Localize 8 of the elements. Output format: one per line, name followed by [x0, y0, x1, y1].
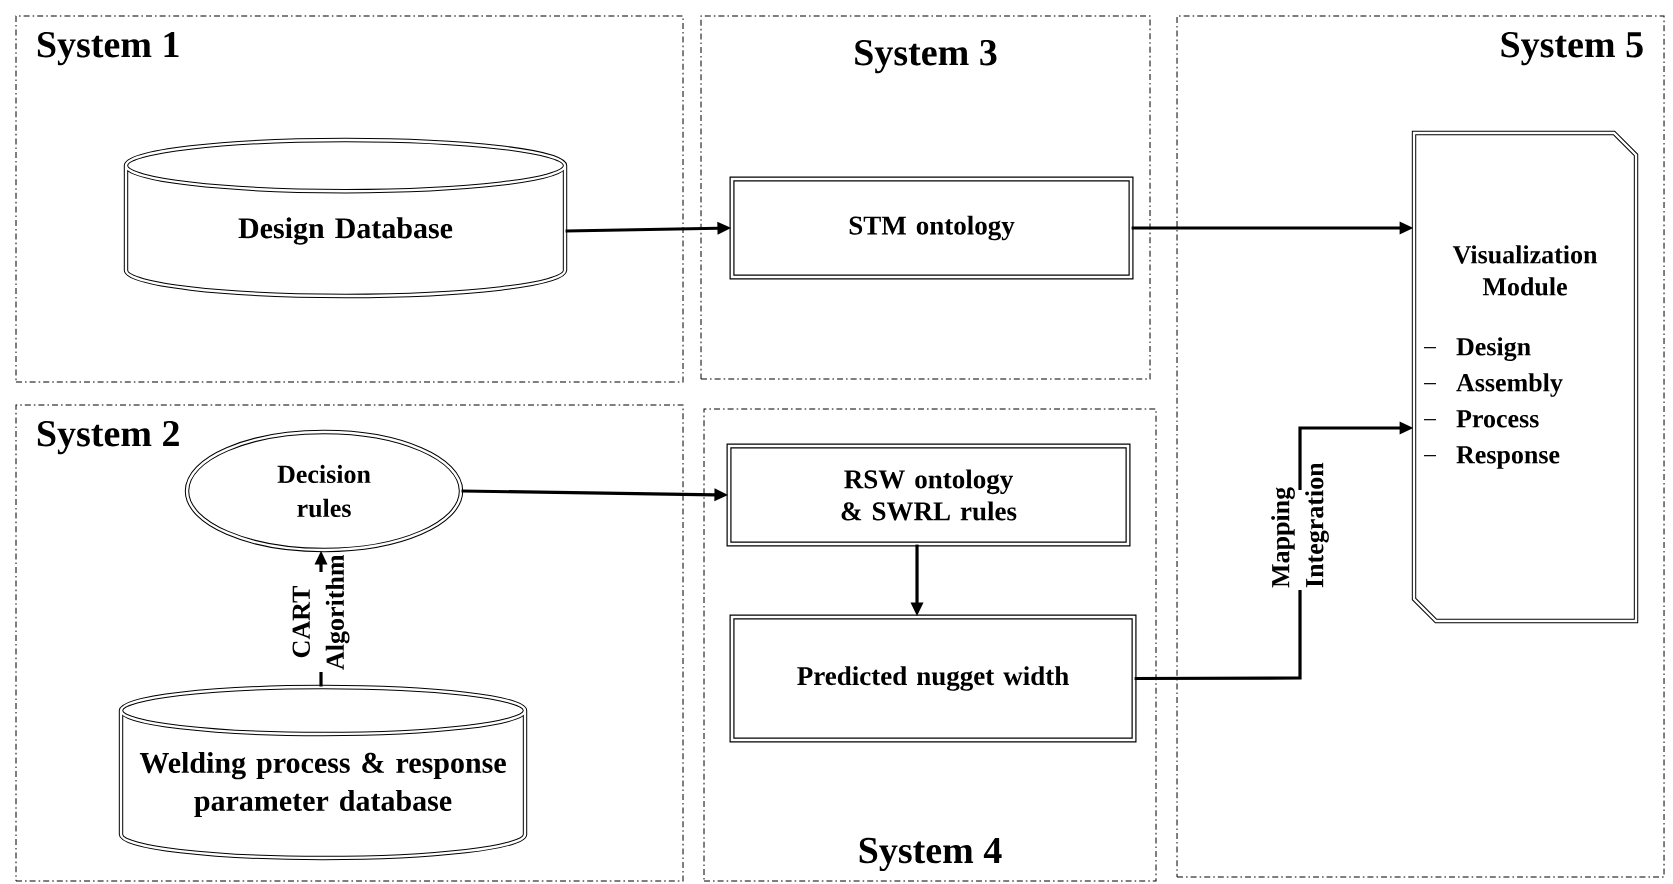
database-cylinder: Design Database	[123, 137, 568, 299]
process-box: RSW ontology & SWRL rules	[726, 443, 1131, 547]
process-box: STM ontology	[729, 176, 1134, 280]
process-box: Predicted nugget width	[729, 614, 1137, 743]
module-box: Visualization Module Design Assembly Process Response	[1411, 130, 1639, 624]
edge-label: CART Algorithm	[290, 554, 352, 672]
database-cylinder: Welding process & response parameter database	[118, 684, 528, 861]
edge-label: Mapping Integration	[1269, 462, 1331, 590]
